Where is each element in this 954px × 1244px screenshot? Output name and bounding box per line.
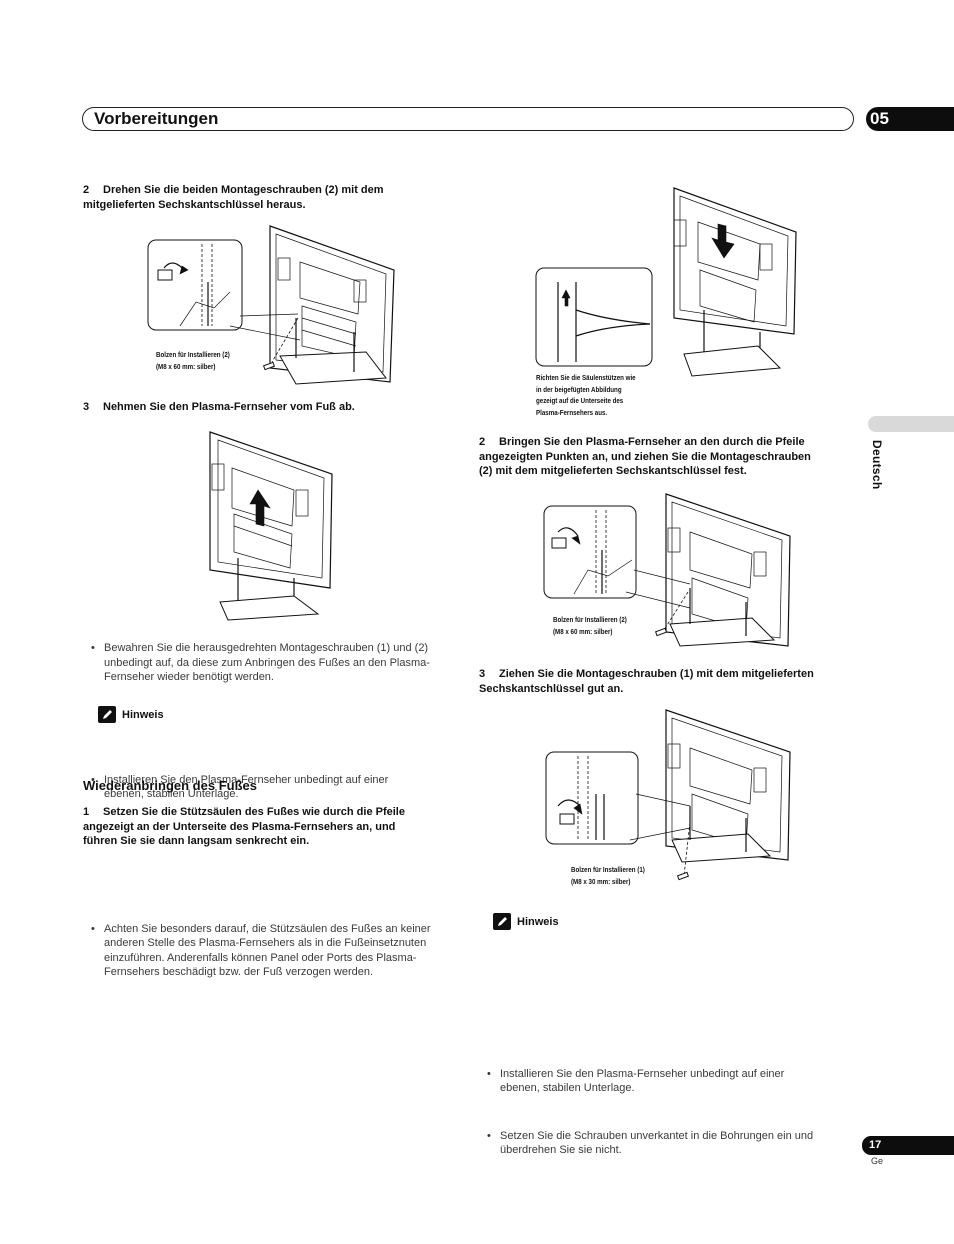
subheading-reattach: Wiederanbringen des Fußes — [83, 778, 257, 793]
screw-icon — [676, 871, 690, 881]
page-number: 17 — [869, 1139, 882, 1151]
zoom-inset — [535, 267, 653, 367]
pencil-note-icon — [98, 706, 116, 723]
stand-illustration — [671, 806, 772, 863]
tv-illustration — [665, 493, 791, 647]
note-bullet-right-2: Setzen Sie die Schrauben unverkantet in … — [479, 1129, 890, 1158]
figure-fasten-screws-2 — [543, 493, 791, 647]
step-text-line: Bringen Sie den Plasma-Fernseher an den … — [499, 436, 805, 448]
figure-lift-tv — [209, 431, 333, 621]
language-tab — [868, 416, 954, 432]
figure-remove-screws — [147, 225, 395, 385]
step-number: 1 — [83, 806, 90, 818]
right-step-3: 3 Ziehen Sie die Montageschrauben (1) mit… — [479, 667, 859, 696]
figure-align-stand — [535, 187, 797, 377]
figure-caption-align: Richten Sie die Säulenstützen wie in der… — [536, 373, 636, 417]
page-language-code: Ge — [871, 1156, 884, 1166]
step-text: Nehmen Sie den Plasma-Fernseher vom Fuß … — [103, 401, 355, 413]
language-label: Deutsch — [870, 440, 884, 490]
step-text-line: Sechskantschlüssel gut an. — [479, 682, 624, 695]
tv-illustration — [269, 225, 395, 383]
page-number-tab — [862, 1136, 954, 1155]
note-bullet-left: Installieren Sie den Plasma-Fernseher un… — [83, 773, 494, 802]
pencil-note-icon — [493, 913, 511, 930]
up-arrow-icon — [249, 489, 271, 527]
screw-icon — [262, 361, 276, 371]
figure-fasten-screws-1 — [545, 709, 791, 881]
note-heading-left: Hinweis — [98, 706, 164, 723]
left-step-2: 2 Drehen Sie die beiden Montageschrauben … — [83, 183, 463, 212]
left-step-3: 3 Nehmen Sie den Plasma-Fernseher vom Fuß… — [83, 400, 355, 415]
zoom-inset — [543, 505, 637, 599]
stand-illustration — [683, 310, 782, 377]
step-text-line: angezeigten Punkten an, und ziehen Sie d… — [479, 450, 811, 463]
zoom-inset — [147, 239, 243, 331]
step-text-line: Setzen Sie die Stützsäulen des Fußes wie… — [103, 806, 405, 818]
step-text-line: mitgelieferten Sechskantschlüssel heraus… — [83, 198, 306, 211]
step-text-line: führen Sie sie dann langsam senkrecht ei… — [83, 835, 310, 847]
left-step-1: 1 Setzen Sie die Stützsäulen des Fußes wi… — [83, 805, 473, 849]
figure-caption-screws-2-right: Bolzen für Installieren (2) (M8 x 60 mm:… — [553, 615, 627, 636]
step-number: 3 — [83, 401, 90, 413]
note-heading-right: Hinweis — [493, 913, 559, 930]
right-step-2: 2 Bringen Sie den Plasma-Fernseher an den… — [479, 435, 859, 479]
note-label: Hinweis — [122, 708, 164, 721]
step-text-line: Drehen Sie die beiden Montageschrauben (… — [103, 184, 384, 196]
bullet-keep-screws: Bewahren Sie die herausgedrehten Montage… — [83, 641, 494, 685]
step-number: 2 — [479, 436, 486, 448]
header-bar — [82, 107, 854, 131]
note-bullet-right-1: Installieren Sie den Plasma-Fernseher un… — [479, 1067, 890, 1096]
chapter-tab — [866, 107, 954, 131]
step-text-line: angezeigt an der Unterseite des Plasma-F… — [83, 820, 396, 833]
chapter-number: 05 — [870, 109, 889, 128]
section-title: Vorbereitungen — [94, 109, 219, 128]
step-text-line: (2) mit dem mitgelieferten Sechskantschl… — [479, 465, 747, 477]
figure-caption-screws-2: Bolzen für Installieren (2) (M8 x 60 mm:… — [156, 350, 230, 371]
note-label: Hinweis — [517, 915, 559, 928]
screw-icon — [654, 627, 668, 637]
zoom-inset — [545, 751, 639, 845]
stand-illustration — [219, 558, 320, 621]
step-text-line: Ziehen Sie die Montageschrauben (1) mit … — [499, 668, 814, 680]
tv-illustration — [673, 187, 797, 335]
step-number: 3 — [479, 668, 486, 680]
down-arrow-icon — [711, 223, 735, 259]
figure-caption-screws-1: Bolzen für Installieren (1) (M8 x 30 mm:… — [571, 865, 645, 886]
tv-illustration — [209, 431, 333, 589]
step-number: 2 — [83, 184, 90, 196]
stand-illustration — [669, 588, 776, 647]
bullet-caution: Achten Sie besonders darauf, die Stützsä… — [83, 922, 494, 980]
stand-illustration — [279, 318, 387, 385]
